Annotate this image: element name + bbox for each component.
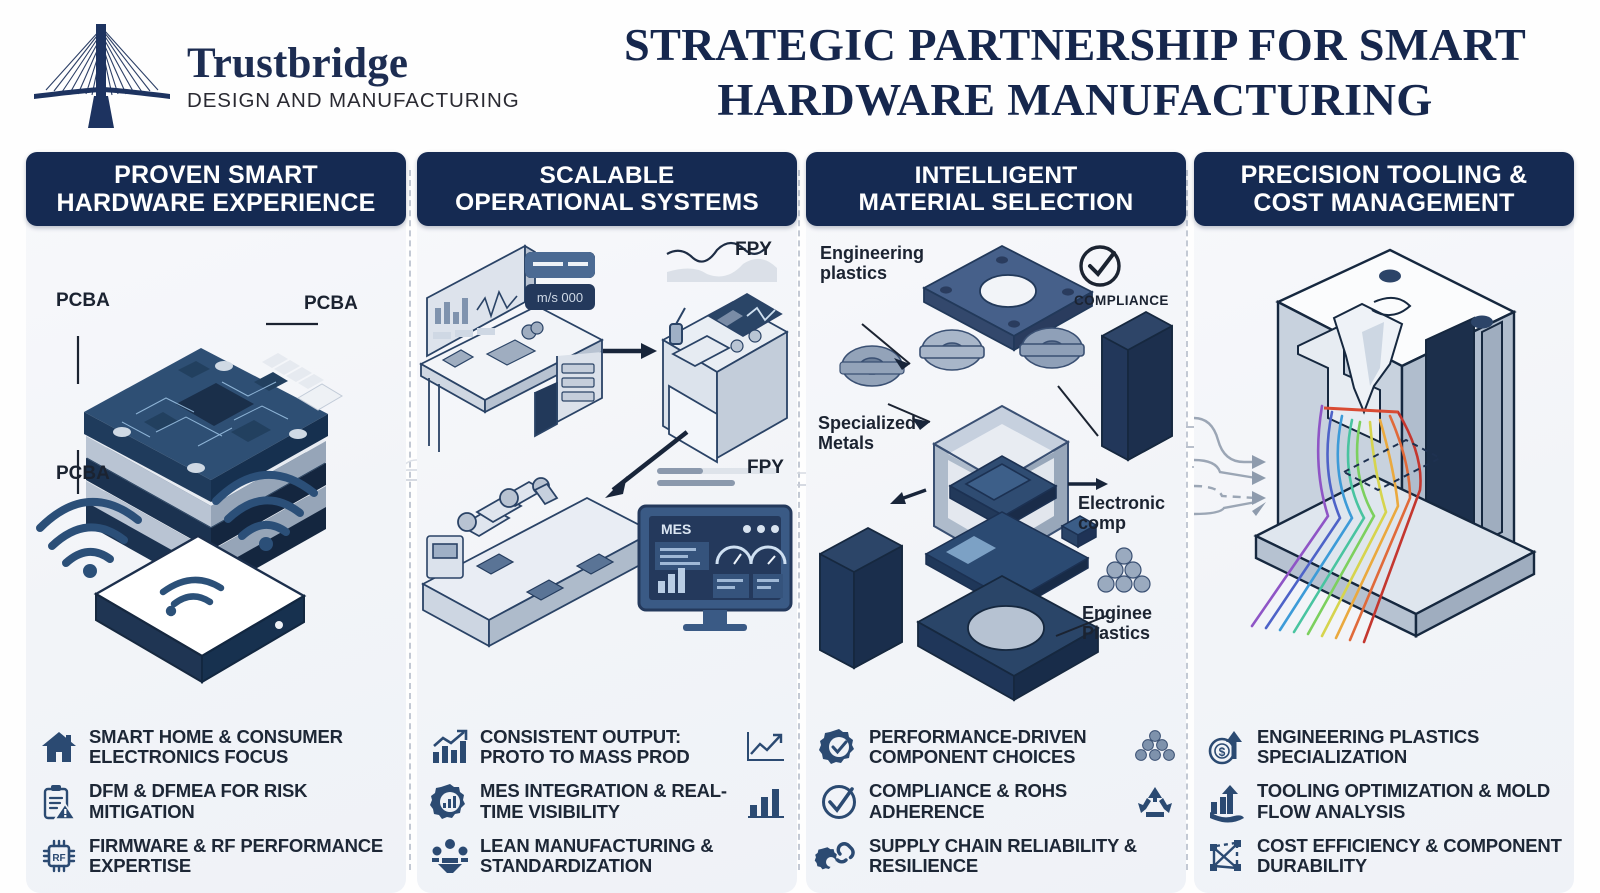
electronic-comp-label: Electronic comp <box>1078 493 1166 533</box>
svg-text:MES: MES <box>661 521 691 537</box>
list-item: DFM & DFMEA FOR RISK MITIGATION <box>40 780 396 822</box>
column-precision-tooling-cost: $ ENGINEERING PLASTICS SPECIALIZATION <box>1194 152 1574 893</box>
column-4-bullets: $ ENGINEERING PLASTICS SPECIALIZATION <box>1194 725 1574 879</box>
brand-tagline: DESIGN AND MANUFACTURING <box>187 88 520 112</box>
pellet-stack-icon <box>1134 728 1176 766</box>
column-2-bullets: CONSISTENT OUTPUT: PROTO TO MASS PROD <box>417 725 797 879</box>
growth-bar-chart-icon <box>431 728 469 766</box>
fpy-label-bottom: FPY <box>747 457 784 478</box>
bullet-text: SUPPLY CHAIN RELIABILITY & RESILIENCE <box>869 834 1137 877</box>
list-item: CONSISTENT OUTPUT: PROTO TO MASS PROD <box>431 725 787 768</box>
list-item: SUPPLY CHAIN RELIABILITY & RESILIENCE <box>814 834 1176 877</box>
bullet-text: MES INTEGRATION & REAL-TIME VISIBILITY <box>480 780 727 822</box>
list-item: MES INTEGRATION & REAL-TIME VISIBILITY <box>430 780 787 822</box>
list-item: COST EFFICIENCY & COMPONENT DURABILITY <box>1208 834 1564 877</box>
engineering-plastics-label-bottom: Enginee Plastics <box>1082 603 1153 643</box>
bar-chart-icon <box>745 783 787 821</box>
svg-text:RF: RF <box>52 853 65 864</box>
bullet-text: COST EFFICIENCY & COMPONENT DURABILITY <box>1257 834 1562 877</box>
column-3-panel: Engineering plastics Specialized Metals … <box>806 174 1186 893</box>
bullet-text: COMPLIANCE & ROHS ADHERENCE <box>869 780 1068 822</box>
bullet-text: FIRMWARE & RF PERFORMANCE EXPERTISE <box>89 834 384 877</box>
bullet-text: SMART HOME & CONSUMER ELECTRONICS FOCUS <box>89 725 343 768</box>
gear-analytics-icon <box>430 783 469 821</box>
svg-text:$: $ <box>1219 745 1226 759</box>
header: Trustbridge DESIGN AND MANUFACTURING STR… <box>0 0 1600 150</box>
bullet-text: CONSISTENT OUTPUT: PROTO TO MASS PROD <box>480 725 690 768</box>
bullet-text: TOOLING OPTIMIZATION & MOLD FLOW ANALYSI… <box>1257 780 1550 822</box>
workbench-terminal-robot-line-illustration: m/s 000 <box>417 236 797 666</box>
list-item: COMPLIANCE & ROHS ADHERENCE <box>820 780 1176 822</box>
hand-growth-icon <box>1208 783 1246 823</box>
list-item: $ ENGINEERING PLASTICS SPECIALIZATION <box>1208 725 1564 768</box>
column-scalable-operational-systems: m/s 000 <box>417 152 797 893</box>
bullet-text: DFM & DFMEA FOR RISK MITIGATION <box>89 780 308 822</box>
exploded-assembly-materials-illustration: Engineering plastics Specialized Metals … <box>806 236 1186 702</box>
brand-logo: Trustbridge DESIGN AND MANUFACTURING <box>28 16 520 131</box>
column-divider-3 <box>1186 170 1188 870</box>
list-item: LEAN MANUFACTURING & STANDARDIZATION <box>431 834 787 877</box>
list-item: RF FIRMWARE & RF PERFORMANCE EXPERTISE <box>40 834 396 877</box>
page-title: STRATEGIC PARTNERSHIP FOR SMART HARDWARE… <box>623 20 1527 125</box>
recycle-icon <box>1134 783 1176 821</box>
svg-text:m/s 000: m/s 000 <box>537 290 583 305</box>
cost-growth-icon: $ <box>1208 728 1246 766</box>
pcba-label-top-left: PCBA <box>56 290 110 311</box>
pcba-stack-and-smart-hub-illustration: PCBA PCBA PCBA <box>26 236 406 684</box>
column-divider-2 <box>798 170 800 870</box>
column-4-header: PRECISION TOOLING &COST MANAGEMENT <box>1194 152 1574 226</box>
specialized-metals-label: Specialized Metals <box>818 413 917 453</box>
list-item: TOOLING OPTIMIZATION & MOLD FLOW ANALYSI… <box>1208 780 1564 823</box>
list-item: PERFORMANCE-DRIVEN COMPONENT CHOICES <box>819 725 1176 768</box>
fpy-label-top: FPY <box>735 239 772 260</box>
injection-mold-flow-analysis-illustration <box>1194 236 1574 666</box>
bridge-icon <box>28 16 173 131</box>
engineering-plastics-label: Engineering plastics <box>820 243 925 283</box>
bullet-text: LEAN MANUFACTURING & STANDARDIZATION <box>480 834 714 877</box>
compliance-badge-label: COMPLIANCE <box>1074 293 1169 308</box>
chain-gear-icon <box>814 837 858 875</box>
column-4-panel: $ ENGINEERING PLASTICS SPECIALIZATION <box>1194 174 1574 893</box>
home-icon <box>40 728 78 766</box>
column-divider-1 <box>409 170 411 870</box>
column-2-panel: m/s 000 <box>417 174 797 893</box>
bullet-text: ENGINEERING PLASTICS SPECIALIZATION <box>1257 725 1480 768</box>
list-item: SMART HOME & CONSUMER ELECTRONICS FOCUS <box>40 725 396 768</box>
optimization-graph-icon <box>1208 837 1246 875</box>
bullet-text: PERFORMANCE-DRIVEN COMPONENT CHOICES <box>869 725 1087 768</box>
pcba-label-top-right: PCBA <box>304 293 358 314</box>
brand-name: Trustbridge <box>187 39 409 87</box>
line-chart-icon <box>745 728 787 766</box>
column-proven-smart-hardware: PCBA PCBA PCBA SMART HOME & CONSUMER ELE… <box>26 152 406 893</box>
column-3-bullets: PERFORMANCE-DRIVEN COMPONENT CHOICES <box>806 725 1186 879</box>
pcba-label-bottom-left: PCBA <box>56 463 110 484</box>
column-1-bullets: SMART HOME & CONSUMER ELECTRONICS FOCUS <box>26 725 406 879</box>
team-funnel-icon <box>431 837 469 875</box>
column-1-panel: PCBA PCBA PCBA SMART HOME & CONSUMER ELE… <box>26 174 406 893</box>
rf-chip-icon: RF <box>40 837 78 875</box>
gear-check-icon <box>819 728 858 766</box>
columns-container: PCBA PCBA PCBA SMART HOME & CONSUMER ELE… <box>0 152 1600 893</box>
column-intelligent-material-selection: Engineering plastics Specialized Metals … <box>806 152 1186 893</box>
check-circle-icon <box>820 783 858 821</box>
column-4-title: PRECISION TOOLING &COST MANAGEMENT <box>1240 161 1528 217</box>
clipboard-warning-icon <box>40 783 78 821</box>
